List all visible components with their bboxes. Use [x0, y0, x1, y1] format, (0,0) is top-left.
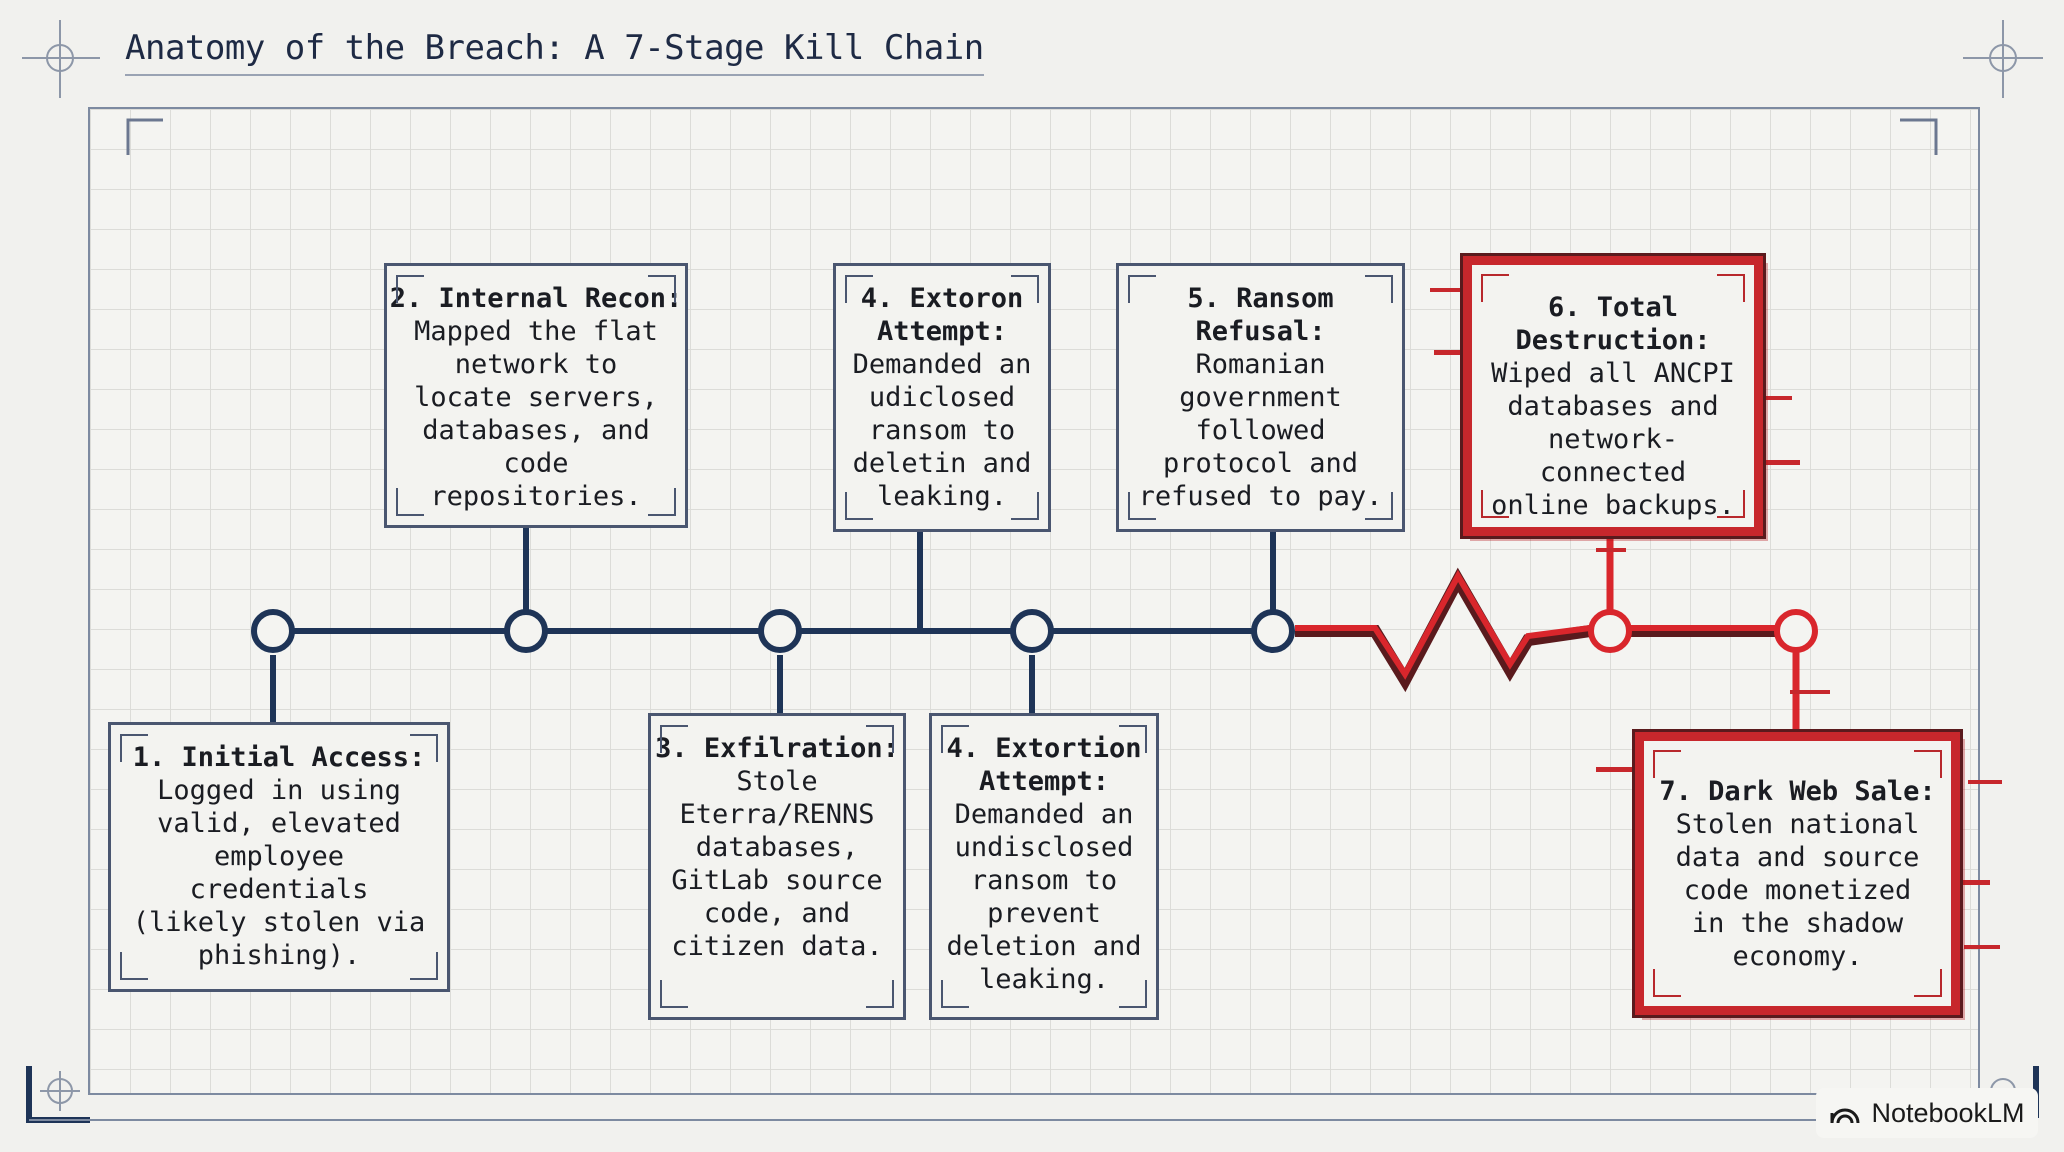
stage-card-1: 1. Initial Access: Logged in using valid…	[108, 722, 450, 992]
stage-card-7: 7. Dark Web Sale: Stolen national data a…	[1635, 732, 1960, 1015]
stage-body: Wiped all ANCPI databases and network-co…	[1491, 358, 1735, 521]
stage-heading: 4. Extoron Attempt:	[860, 283, 1024, 347]
notebooklm-logo-icon	[1830, 1108, 1860, 1124]
stage-heading: 1. Initial Access:	[132, 742, 426, 773]
stage-body: Logged in using valid, elevated employee…	[132, 775, 426, 971]
slide-title: Anatomy of the Breach: A 7-Stage Kill Ch…	[125, 28, 984, 76]
timeline-node	[251, 609, 295, 653]
brand-label: NotebookLM	[1871, 1097, 2025, 1128]
stage-heading: 4. Extortion Attempt:	[946, 733, 1142, 797]
stage-body: Romanian government followed protocol an…	[1138, 349, 1383, 512]
timeline-node	[758, 609, 802, 653]
stage-card-6: 6. Total Destruction: Wiped all ANCPI da…	[1463, 256, 1763, 536]
stage-heading: 5. Ransom Refusal:	[1187, 283, 1334, 347]
stage-body: Stole Eterra/RENNS databases, GitLab sou…	[671, 766, 883, 962]
timeline-node	[1251, 609, 1295, 653]
stage-card-2: 2. Internal Recon: Mapped the flat netwo…	[384, 263, 688, 528]
timeline-node	[1010, 609, 1054, 653]
stage-card-4a: 4. Extoron Attempt: Demanded an udiclose…	[833, 263, 1051, 532]
timeline-node	[504, 609, 548, 653]
stage-card-5: 5. Ransom Refusal: Romanian government f…	[1116, 263, 1405, 532]
stage-heading: 3. Exfilration:	[655, 733, 899, 764]
timeline-node-critical	[1774, 609, 1818, 653]
stage-body: Demanded an undisclosed ransom to preven…	[946, 799, 1142, 995]
stage-body: Demanded an udiclosed ransom to deletin …	[852, 349, 1032, 512]
stage-heading: 2. Internal Recon:	[389, 283, 683, 314]
stage-card-4b: 4. Extortion Attempt: Demanded an undisc…	[929, 713, 1159, 1020]
glitch-timeline-line	[1295, 569, 1789, 680]
stage-heading: 7. Dark Web Sale:	[1659, 776, 1936, 807]
stage-body: Mapped the flat network to locate server…	[414, 316, 658, 512]
timeline-node-critical	[1588, 609, 1632, 653]
stage-heading: 6. Total Destruction:	[1515, 292, 1711, 356]
stage-card-3: 3. Exfilration: Stole Eterra/RENNS datab…	[648, 713, 906, 1020]
notebooklm-badge: NotebookLM	[1816, 1088, 2038, 1138]
stage-body: Stolen national data and source code mon…	[1675, 809, 1920, 972]
